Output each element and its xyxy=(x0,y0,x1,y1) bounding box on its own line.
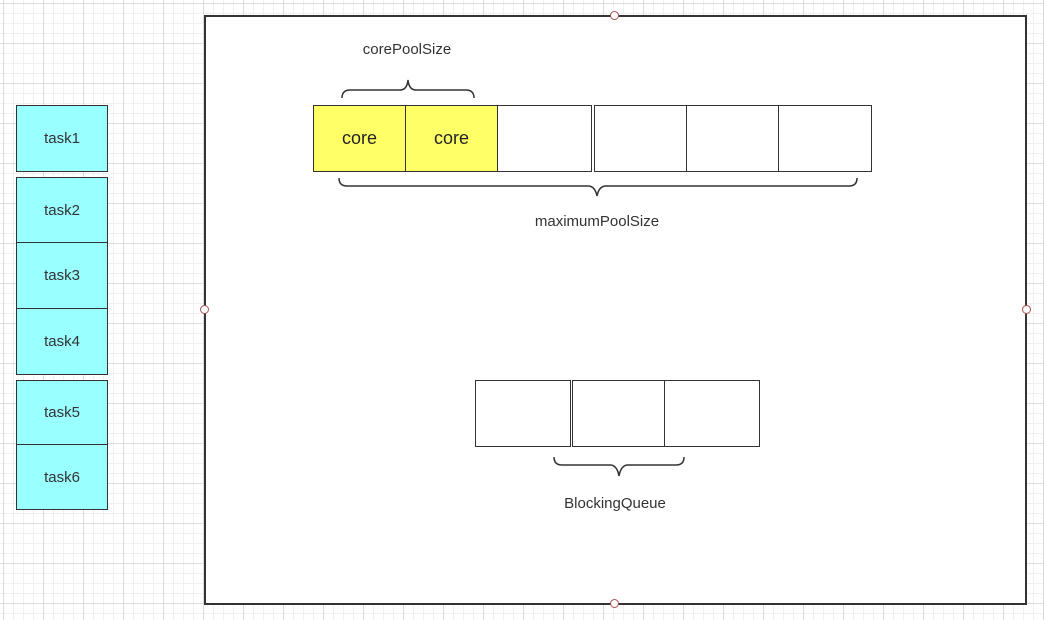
pool-slot-6[interactable] xyxy=(778,105,872,172)
task-box-3[interactable]: task3 xyxy=(16,242,108,309)
task-box-5[interactable]: task5 xyxy=(16,380,108,445)
resize-handle-top[interactable] xyxy=(610,11,619,20)
maximum-pool-size-label: maximumPoolSize xyxy=(534,213,660,230)
task-box-6[interactable]: task6 xyxy=(16,444,108,510)
pool-slot-5[interactable] xyxy=(686,105,779,172)
core-pool-size-label: corePoolSize xyxy=(362,41,452,58)
task-box-4[interactable]: task4 xyxy=(16,308,108,375)
resize-handle-left[interactable] xyxy=(200,305,209,314)
thread-pool-frame[interactable] xyxy=(204,15,1027,605)
core-pool-size-brace xyxy=(341,79,475,99)
resize-handle-bottom[interactable] xyxy=(610,599,619,608)
queue-slot-3[interactable] xyxy=(664,380,760,447)
task-box-1[interactable]: task1 xyxy=(16,105,108,172)
resize-handle-right[interactable] xyxy=(1022,305,1031,314)
queue-slot-2[interactable] xyxy=(572,380,665,447)
blocking-queue-label: BlockingQueue xyxy=(564,495,666,512)
task-box-2[interactable]: task2 xyxy=(16,177,108,243)
queue-slot-1[interactable] xyxy=(475,380,571,447)
pool-slot-3[interactable] xyxy=(497,105,592,172)
blocking-queue-brace xyxy=(553,456,685,477)
pool-slot-core-2[interactable]: core xyxy=(405,105,498,172)
pool-slot-core-1[interactable]: core xyxy=(313,105,406,172)
maximum-pool-size-brace xyxy=(338,177,858,197)
pool-slot-4[interactable] xyxy=(594,105,687,172)
